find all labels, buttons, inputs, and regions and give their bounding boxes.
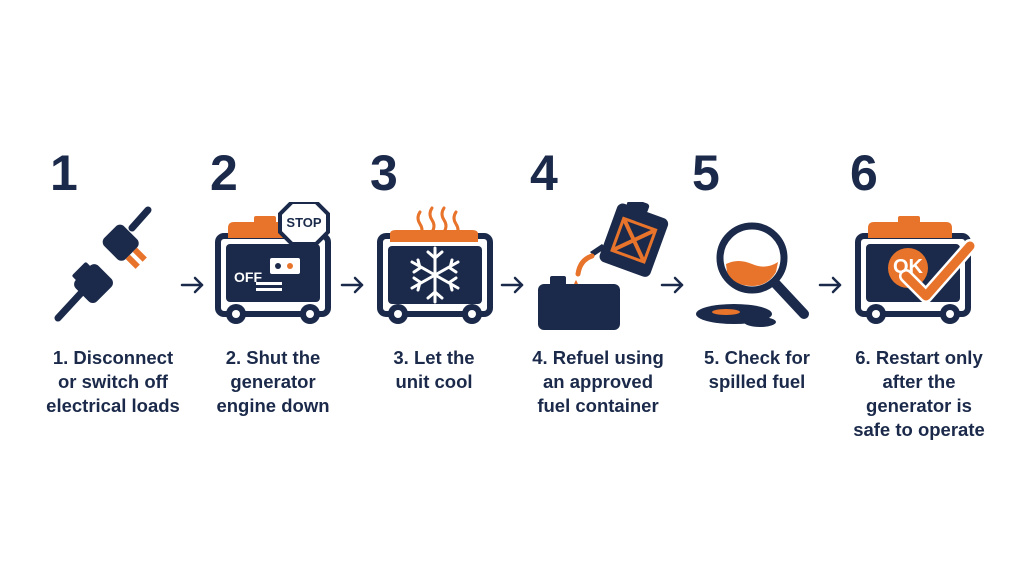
refuel-jerrycan-icon — [510, 197, 680, 332]
caption-line: an approved — [543, 371, 653, 392]
caption-line: engine down — [216, 395, 330, 416]
caption-line: fuel container — [537, 395, 659, 416]
step-caption: 5. Check for spilled fuel — [672, 346, 842, 394]
caption-line: 5. Check for — [704, 347, 810, 368]
plug-disconnect-icon — [28, 202, 198, 332]
step-caption: 4. Refuel using an approved fuel contain… — [513, 346, 683, 418]
arrow-right-icon — [340, 274, 366, 296]
step-number: 3 — [370, 145, 398, 201]
stop-sign-label: STOP — [286, 215, 322, 230]
arrow-right-icon — [180, 274, 206, 296]
arrow-right-icon — [818, 274, 844, 296]
caption-line: 1. Disconnect — [52, 347, 174, 368]
caption-line: 2. Shut the — [225, 347, 321, 368]
caption-line: 4. Refuel using — [532, 347, 664, 368]
magnifier-spill-icon — [672, 202, 842, 332]
arrow-right-icon — [660, 274, 686, 296]
caption-line: generator is — [866, 395, 972, 416]
step-number: 2 — [210, 145, 238, 201]
caption-line: 3. Let the — [393, 347, 475, 368]
step-number: 4 — [530, 145, 558, 201]
step-4: 4 4. Refuel using — [510, 140, 680, 460]
step-caption: 6. Restart only after the generator is s… — [834, 346, 1004, 442]
step-5: 5 5. Check for spilled fuel — [672, 140, 842, 460]
caption-line: 6. Restart only — [855, 347, 983, 368]
step-caption: 3. Let the unit cool — [349, 346, 519, 394]
generator-cooling-icon — [362, 202, 532, 332]
step-number: 5 — [692, 145, 720, 201]
off-label: OFF — [234, 269, 262, 285]
caption-line: spilled fuel — [708, 371, 806, 392]
step-2: 2 — [196, 140, 366, 460]
caption-line: safe to operate — [853, 419, 985, 440]
step-caption: 2. Shut the generator engine down — [188, 346, 358, 418]
caption-line: after the — [882, 371, 956, 392]
arrow-right-icon — [500, 274, 526, 296]
ok-label: OK — [893, 256, 923, 278]
generator-stop-icon: OFF STOP — [196, 200, 366, 332]
step-1: 1 1. Disconnect — [28, 140, 198, 460]
step-3: 3 — [362, 140, 532, 460]
caption-line: unit cool — [395, 371, 473, 392]
step-6: 6 OK 6 — [836, 140, 1006, 460]
generator-ok-icon: OK — [836, 202, 1006, 332]
step-number: 6 — [850, 145, 878, 201]
step-caption: 1. Disconnect or switch off electrical l… — [28, 346, 198, 418]
caption-line: or switch off — [58, 371, 168, 392]
step-number: 1 — [50, 145, 78, 201]
caption-line: generator — [230, 371, 316, 392]
caption-line: electrical loads — [46, 395, 180, 416]
